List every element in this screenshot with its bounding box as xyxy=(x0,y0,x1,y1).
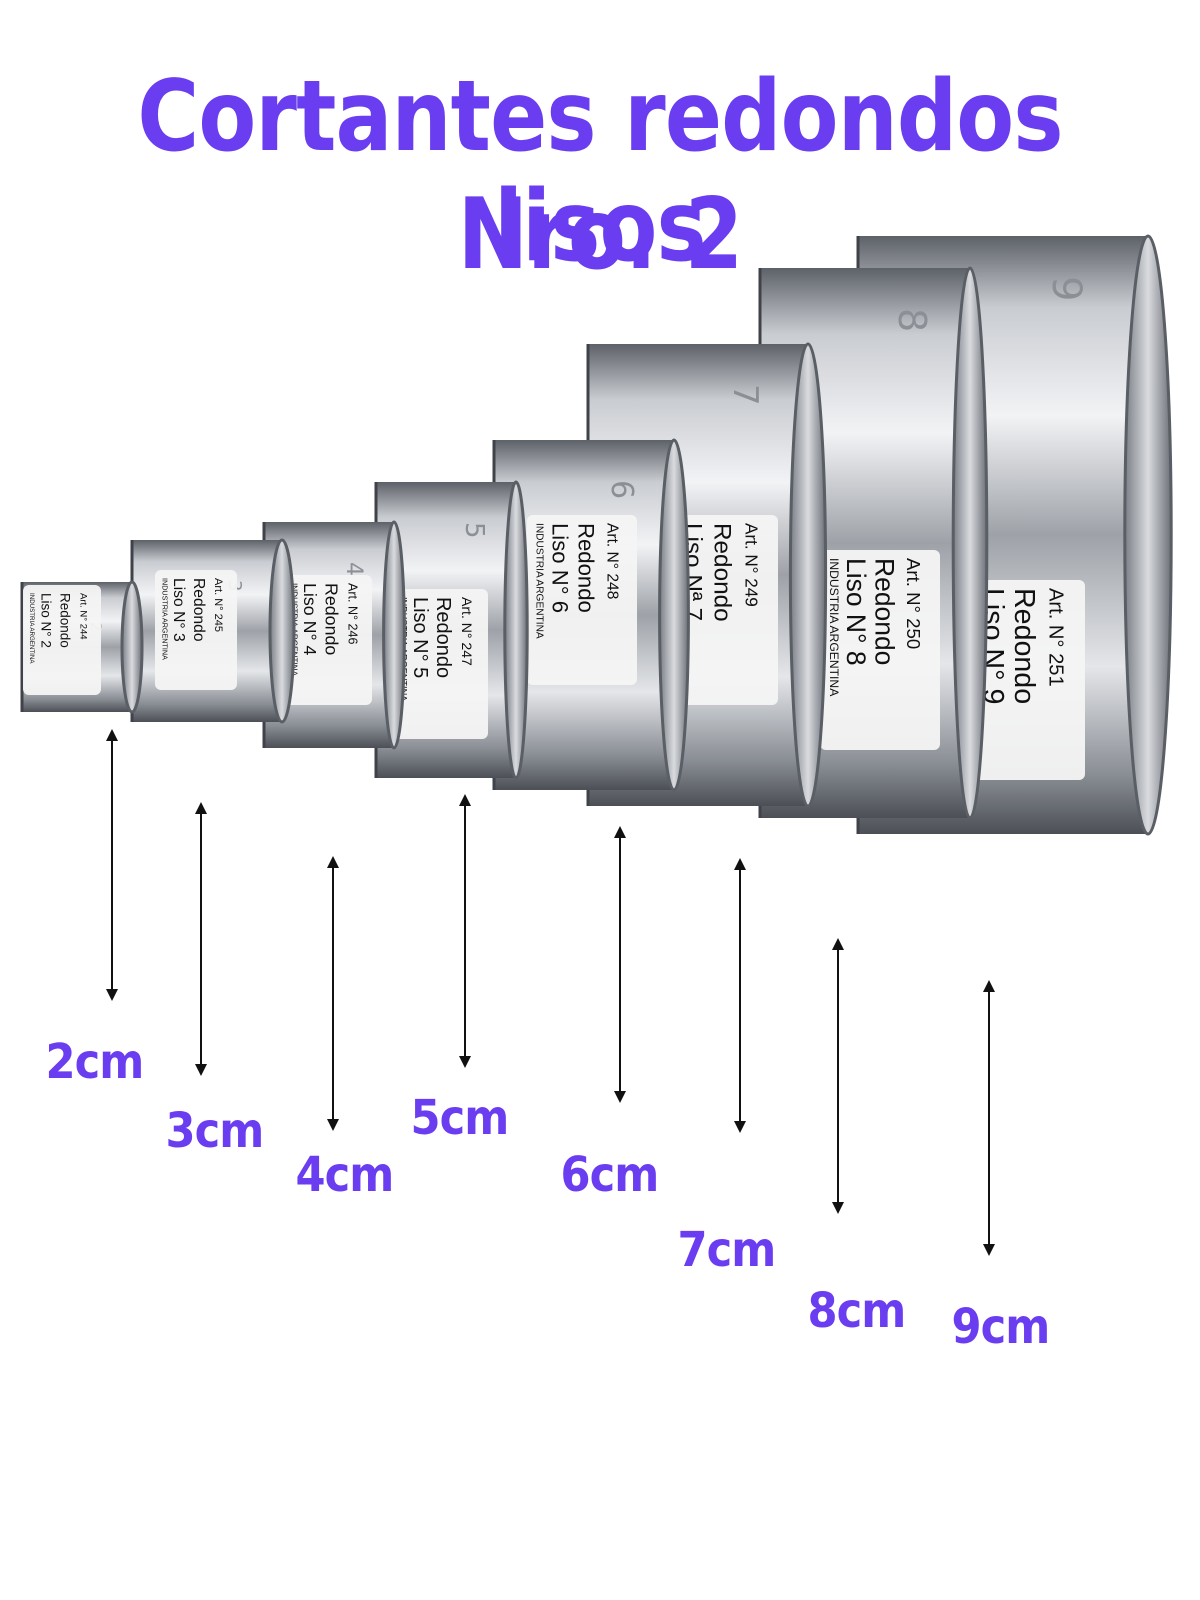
size-label: 3cm xyxy=(165,1103,264,1159)
label-name: Redondo xyxy=(432,597,454,678)
cutter-rim xyxy=(658,438,690,792)
label-liso: Liso N° 8 xyxy=(841,558,871,666)
label-art-number: Art. N° 249 xyxy=(742,523,761,607)
label-industry: INDUSTRIA ARGENTINA xyxy=(534,523,545,639)
cutter-rim xyxy=(120,580,144,714)
title-line-2: Nro. 2 xyxy=(457,178,744,292)
label-art-number: Art. N° 248 xyxy=(603,523,620,599)
label-industry: INDUSTRIA ARGENTINA xyxy=(160,578,169,660)
label-name: Redondo xyxy=(870,558,900,665)
label-liso: Liso N° 2 xyxy=(39,593,54,648)
engraved-number: 5 xyxy=(459,522,489,539)
cutter-rim xyxy=(788,342,828,808)
size-label: 4cm xyxy=(295,1147,394,1203)
label-art-number: Art. N° 251 xyxy=(1044,588,1066,687)
label-name: Redondo xyxy=(574,523,599,613)
size-label: 9cm xyxy=(951,1299,1050,1355)
label-liso: Liso N° 6 xyxy=(547,523,572,613)
title-line-1: Cortantes redondos lisos xyxy=(137,60,1063,284)
label-liso: Liso N° 4 xyxy=(300,583,320,656)
label-art-number: Art. N° 246 xyxy=(345,583,359,644)
label-name: Redondo xyxy=(190,578,207,642)
label-industry: INDUSTRIA ARGENTINA xyxy=(827,558,841,697)
cutter-rim xyxy=(268,538,296,724)
engraved-number: 4 xyxy=(341,562,366,576)
label-liso: Liso N° 3 xyxy=(170,578,187,642)
label-art-number: Art. N° 250 xyxy=(903,558,924,649)
label-name: Redondo xyxy=(708,523,735,622)
size-label: 5cm xyxy=(410,1090,509,1146)
label-art-number: Art. N° 245 xyxy=(212,578,224,632)
engraved-number: 8 xyxy=(890,308,934,332)
label-art-number: Art. N° 244 xyxy=(78,593,89,640)
cutter-rim xyxy=(503,480,529,780)
size-label: 2cm xyxy=(45,1034,144,1090)
label-name: Redondo xyxy=(1008,588,1040,704)
cutter-rim xyxy=(1123,234,1173,836)
label-liso: Liso N° 5 xyxy=(409,597,431,678)
label-industry: INDUSTRIA ARGENTINA xyxy=(28,593,35,664)
size-label: 6cm xyxy=(560,1147,659,1203)
label-name: Redondo xyxy=(321,583,341,655)
engraved-number: 6 xyxy=(604,480,639,499)
size-label: 7cm xyxy=(677,1222,776,1278)
engraved-number: 9 xyxy=(1043,276,1089,301)
cutter-rim xyxy=(382,520,406,750)
size-label: 8cm xyxy=(807,1283,906,1339)
engraved-number: 7 xyxy=(725,384,765,406)
cutter-rim xyxy=(951,266,989,820)
label-art-number: Art. N° 247 xyxy=(459,597,475,666)
label-name: Redondo xyxy=(57,593,72,648)
